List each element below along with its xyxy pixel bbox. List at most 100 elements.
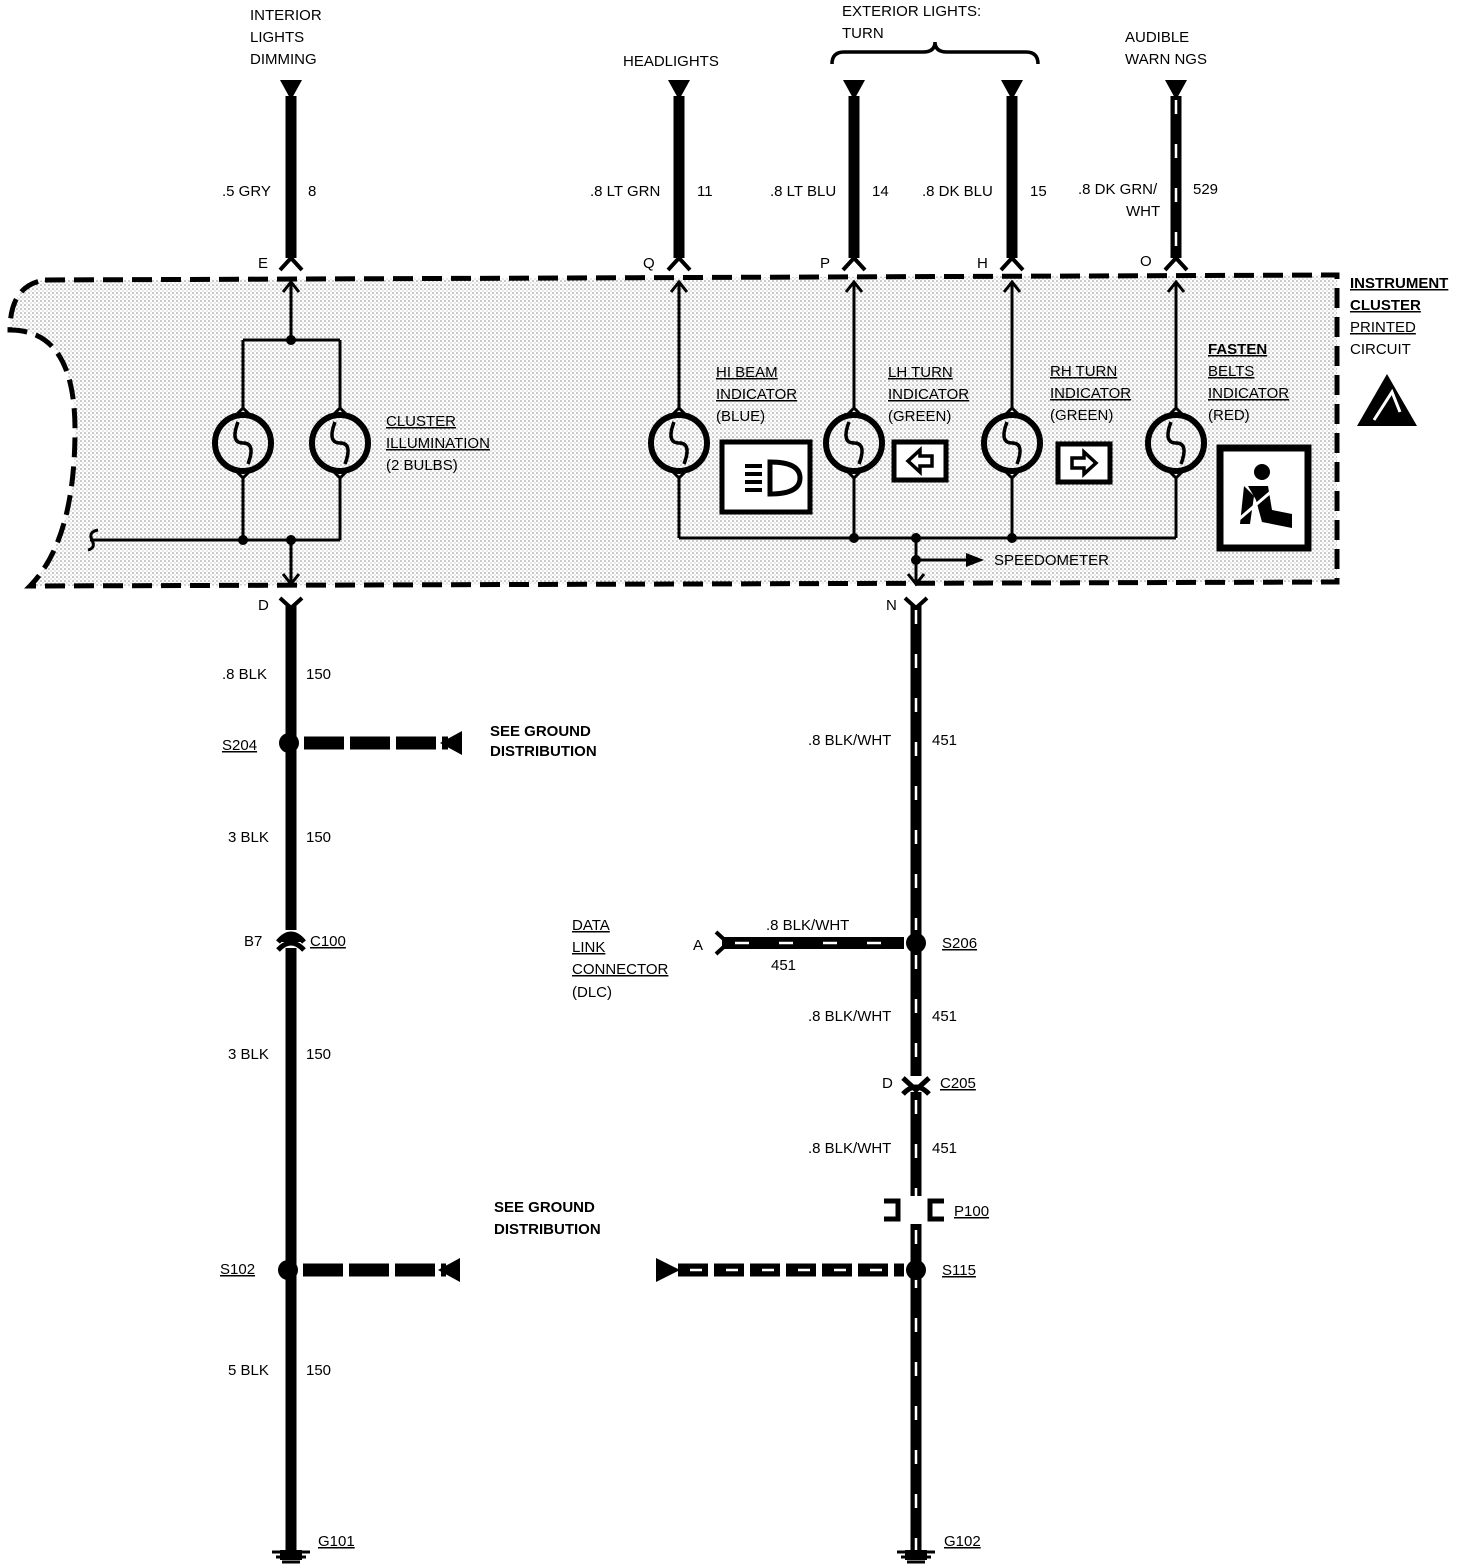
right-arrow-icon	[1055, 441, 1113, 485]
svg-text:(BLUE): (BLUE)	[716, 408, 765, 425]
svg-text:DISTRIBUTION: DISTRIBUTION	[490, 743, 597, 760]
cluster-internal-wiring	[87, 279, 1186, 587]
seat-belt-symbol-icon	[1216, 444, 1312, 552]
rh-turn-bulb-icon	[981, 405, 1043, 481]
svg-text:SEE GROUND: SEE GROUND	[494, 1199, 595, 1216]
svg-text:CIRCUIT: CIRCUIT	[1350, 341, 1411, 358]
wire-color-label: .8 BLK/WHT	[808, 1008, 891, 1025]
svg-text:LINK: LINK	[572, 939, 605, 956]
svg-text:SEE GROUND: SEE GROUND	[490, 723, 591, 740]
svg-text:(GREEN): (GREEN)	[888, 408, 951, 425]
wire-color-label: .8 BLK/WHT	[808, 1140, 891, 1157]
splice-s204-label: S204	[222, 737, 257, 754]
svg-text:.8 LT GRN: .8 LT GRN	[590, 183, 660, 200]
cluster-illumination-label: CLUSTER ILLUMINATION (2 BULBS)	[386, 413, 490, 474]
svg-text:DISTRIBUTION: DISTRIBUTION	[494, 1221, 601, 1238]
fasten-belts-indicator-label: FASTEN BELTS INDICATOR (RED)	[1208, 341, 1289, 424]
svg-text:INDICATOR: INDICATOR	[1208, 385, 1289, 402]
svg-text:WARN NGS: WARN NGS	[1125, 51, 1207, 68]
wire-color-label: .8 BLK	[222, 666, 267, 683]
svg-text:BELTS: BELTS	[1208, 363, 1254, 380]
svg-text:(2 BULBS): (2 BULBS)	[386, 457, 458, 474]
instrument-cluster-box	[7, 272, 1340, 589]
svg-text:WHT: WHT	[1126, 203, 1160, 220]
fasten-belts-bulb-icon	[1145, 405, 1207, 481]
hi-beam-indicator-label: HI BEAM INDICATOR (BLUE)	[716, 364, 797, 425]
wire-color-label: .8 BLK/WHT	[766, 917, 849, 934]
circuit-number-label: 451	[932, 732, 957, 749]
splice-s206-label: S206	[942, 935, 977, 952]
svg-text:14: 14	[872, 183, 889, 200]
cluster-label: INSTRUMENT CLUSTER PRINTED CIRCUIT	[1350, 275, 1448, 358]
left-ground-circuit	[272, 596, 462, 1564]
wire-color-label: .8 BLK/WHT	[808, 732, 891, 749]
svg-text:P: P	[820, 255, 830, 272]
lh-turn-bulb-icon	[823, 405, 885, 481]
circuit-number-label: 150	[306, 829, 331, 846]
svg-text:DATA: DATA	[572, 917, 610, 934]
svg-text:HI BEAM: HI BEAM	[716, 364, 778, 381]
svg-text:15: 15	[1030, 183, 1047, 200]
wire-color-label: 3 BLK	[228, 829, 269, 846]
pin-d-label: D	[258, 597, 269, 614]
svg-text:.8 DK BLU: .8 DK BLU	[922, 183, 993, 200]
svg-text:CLUSTER: CLUSTER	[1350, 297, 1421, 314]
interior-lights-label: INTERIOR LIGHTS DIMMING	[250, 7, 322, 68]
svg-text:INDICATOR: INDICATOR	[716, 386, 797, 403]
pin-n-label: N	[886, 597, 897, 614]
svg-text:PRINTED: PRINTED	[1350, 319, 1416, 336]
svg-text:H: H	[977, 255, 988, 272]
svg-text:11: 11	[697, 183, 713, 200]
svg-text:FASTEN: FASTEN	[1208, 341, 1267, 358]
svg-text:.8 LT BLU: .8 LT BLU	[770, 183, 836, 200]
dlc-pin-a-label: A	[693, 937, 703, 954]
svg-text:LIGHTS: LIGHTS	[250, 29, 304, 46]
see-ground-distribution-label: SEE GROUND DISTRIBUTION	[490, 723, 597, 760]
svg-text:CONNECTOR: CONNECTOR	[572, 961, 669, 978]
svg-text:(GREEN): (GREEN)	[1050, 407, 1113, 424]
circuit-number-label: 150	[306, 1046, 331, 1063]
svg-text:INTERIOR: INTERIOR	[250, 7, 322, 24]
see-ground-distribution-label: SEE GROUND DISTRIBUTION	[494, 1199, 601, 1238]
circuit-number-label: 150	[306, 1362, 331, 1379]
left-arrow-icon	[891, 439, 949, 483]
speedometer-label: SPEEDOMETER	[994, 552, 1109, 569]
wire-529: .8 DK GRN/ WHT 529 O	[1078, 80, 1218, 272]
svg-text:.8 DK GRN/: .8 DK GRN/	[1078, 181, 1158, 198]
wire-15: .8 DK BLU 15 H	[922, 80, 1047, 272]
connector-pin-label: B7	[244, 933, 262, 950]
exterior-lights-label: EXTERIOR LIGHTS: TURN	[830, 3, 1040, 65]
circuit-number-label: 451	[932, 1008, 957, 1025]
esd-warning-icon	[1357, 374, 1417, 426]
svg-text:ILLUMINATION: ILLUMINATION	[386, 435, 490, 452]
right-ground-circuit	[656, 596, 944, 1564]
svg-text:.5 GRY: .5 GRY	[222, 183, 271, 200]
wire-color-label: 5 BLK	[228, 1362, 269, 1379]
hi-beam-bulb-icon	[648, 405, 710, 481]
wire-14: .8 LT BLU 14 P	[770, 80, 889, 272]
svg-text:INDICATOR: INDICATOR	[1050, 385, 1131, 402]
ground-g102-label: G102	[944, 1533, 981, 1550]
wire-11: .8 LT GRN 11 Q	[590, 80, 713, 272]
svg-text:Q: Q	[643, 255, 655, 272]
headlights-label: HEADLIGHTS	[623, 53, 719, 70]
svg-text:(RED): (RED)	[1208, 407, 1250, 424]
svg-text:RH TURN: RH TURN	[1050, 363, 1117, 380]
svg-text:O: O	[1140, 253, 1152, 270]
svg-text:INSTRUMENT: INSTRUMENT	[1350, 275, 1448, 292]
svg-text:EXTERIOR LIGHTS:: EXTERIOR LIGHTS:	[842, 3, 981, 20]
data-link-connector-label: DATA LINK CONNECTOR (DLC)	[572, 917, 669, 1001]
connector-c100-label: C100	[310, 933, 346, 950]
ground-g101-label: G101	[318, 1533, 355, 1550]
svg-text:E: E	[258, 255, 268, 272]
svg-text:DIMMING: DIMMING	[250, 51, 317, 68]
circuit-number-label: 150	[306, 666, 331, 683]
wire-8: .5 GRY 8 E	[222, 80, 316, 272]
circuit-number-label: 451	[932, 1140, 957, 1157]
svg-text:INDICATOR: INDICATOR	[888, 386, 969, 403]
connector-c205-label: C205	[940, 1075, 976, 1092]
svg-text:LH TURN: LH TURN	[888, 364, 953, 381]
illumination-bulb-icon	[309, 405, 371, 481]
illumination-bulb-icon	[212, 405, 274, 481]
